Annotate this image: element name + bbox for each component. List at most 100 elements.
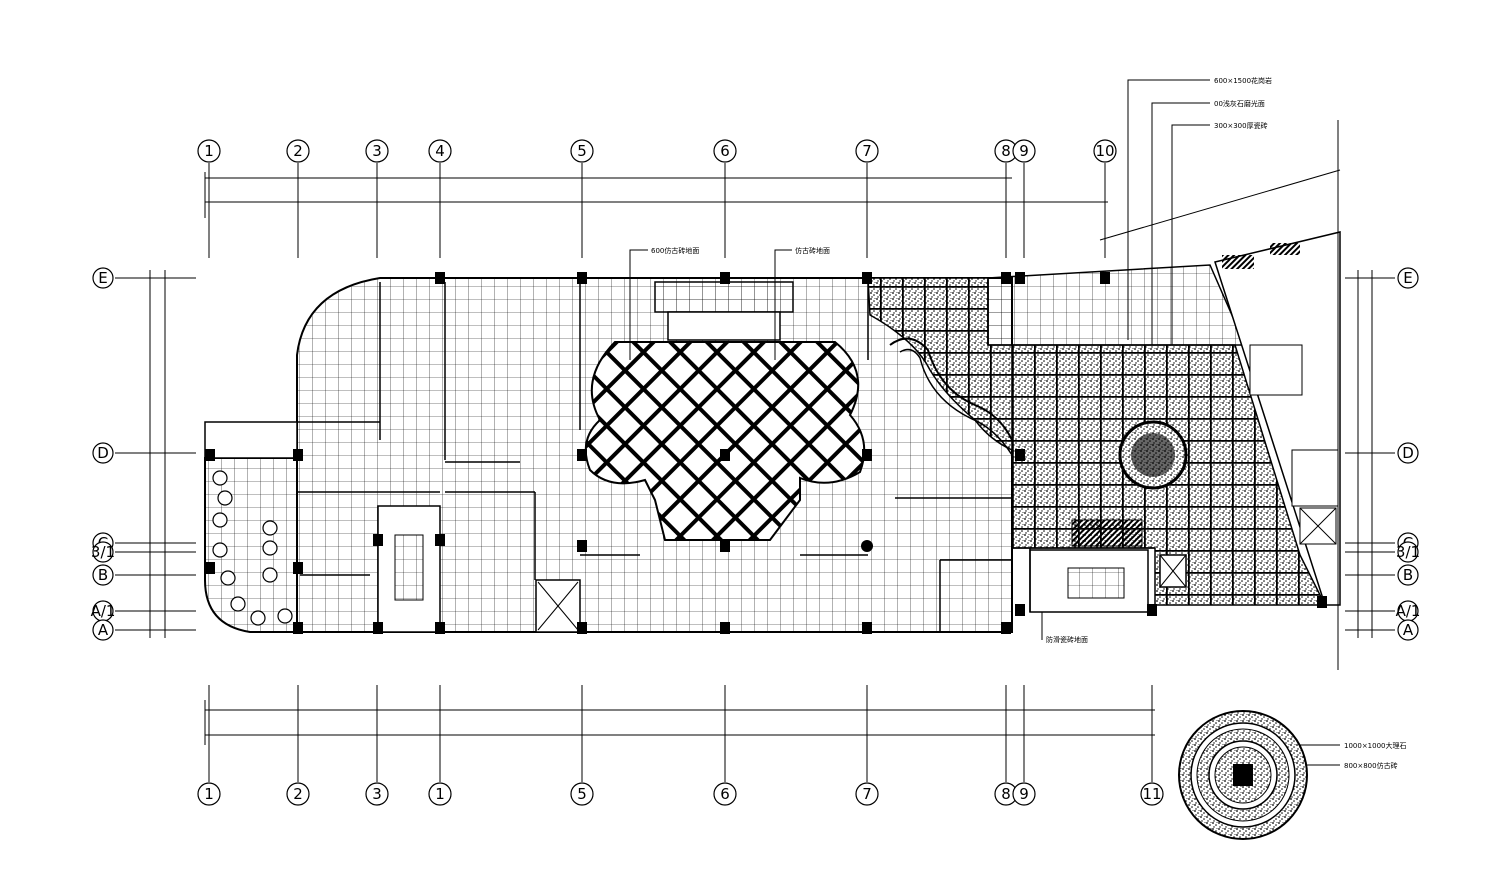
- grid-bubble: 1: [197, 782, 221, 806]
- bottom-dimension-lines: [204, 700, 1155, 745]
- grid-bubble-label: 3/1: [1396, 543, 1420, 561]
- west-wing-tables: [212, 470, 293, 626]
- grid-bubble: 3: [365, 139, 389, 163]
- service-room-1: [1249, 344, 1303, 396]
- grid-bubble: 3/1: [91, 541, 115, 563]
- grid-bubble-label: B: [1403, 566, 1413, 584]
- grid-bubble-label: A: [1403, 621, 1414, 639]
- callout-marble: 1000×1000大理石: [1344, 741, 1407, 750]
- grid-bubble-label: 5: [577, 785, 587, 803]
- grid-bubble: B: [1397, 564, 1419, 586]
- grid-bubble: E: [1397, 267, 1419, 289]
- garden-path-inner: [899, 348, 1013, 456]
- grid-bubble-label: 6: [720, 142, 730, 160]
- column: [373, 534, 383, 546]
- grid-bubble: 2: [286, 782, 310, 806]
- column: [1015, 272, 1025, 284]
- column: [577, 540, 587, 552]
- grid-bubble: A/1: [91, 600, 116, 622]
- grid-bubble: 7: [855, 782, 879, 806]
- column: [577, 272, 587, 284]
- grid-bubble-label: 5: [577, 142, 587, 160]
- column: [1015, 604, 1025, 616]
- callout-granite: 600×1500花岗岩: [1214, 76, 1272, 85]
- grid-bubble-label: 4: [435, 142, 445, 160]
- grid-bubble: D: [1397, 442, 1419, 464]
- interior-partitions: [297, 280, 1155, 632]
- column: [293, 449, 303, 461]
- grid-bubble: 9: [1012, 782, 1036, 806]
- grid-bubble: 9: [1012, 139, 1036, 163]
- building-floor: [204, 120, 1341, 670]
- callout-grey-stone: 00浅灰石磨光面: [1214, 99, 1265, 108]
- grid-bubble-label: 8: [1001, 785, 1011, 803]
- grid-bubble: E: [92, 267, 114, 289]
- grid-bubble-label: E: [1403, 269, 1412, 287]
- column: [205, 562, 215, 574]
- column: [1100, 272, 1110, 284]
- column: [435, 534, 445, 546]
- grid-bubble-label: A/1: [1396, 602, 1421, 620]
- grid-bubble: 2: [286, 139, 310, 163]
- column: [293, 562, 303, 574]
- column: [720, 449, 730, 461]
- column: [373, 622, 383, 634]
- grid-bubble-label: 1: [435, 785, 445, 803]
- right-grid-bubbles: EDC3/1BA/1A: [1396, 267, 1421, 641]
- grid-bubble-label: A: [98, 621, 109, 639]
- stair-treads-east: [1067, 567, 1125, 599]
- right-dimension-lines: [1357, 270, 1373, 638]
- table-circle: [212, 470, 228, 486]
- grid-bubble: 1: [197, 139, 221, 163]
- grid-bubble-label: D: [97, 444, 109, 462]
- column: [720, 272, 730, 284]
- left-dimension-lines: [149, 270, 166, 638]
- feature-bench: [667, 311, 781, 341]
- grid-bubble-label: 2: [293, 785, 303, 803]
- structural-columns: [205, 272, 1327, 634]
- grid-bubble: 10: [1093, 139, 1117, 163]
- table-circle: [212, 542, 228, 558]
- callout-antique-800: 800×800仿古砖: [1344, 761, 1398, 770]
- callout-antique-floor: 600仿古砖地面: [651, 246, 699, 255]
- callout-tile-300: 300×300厚瓷砖: [1214, 121, 1268, 130]
- grid-bubble: 4: [428, 139, 452, 163]
- table-circle: [212, 512, 228, 528]
- floor-medallion-detail: [1178, 710, 1308, 840]
- column: [1015, 449, 1025, 461]
- column: [1001, 272, 1011, 284]
- callout-antique-floor-2: 仿古砖地面: [795, 246, 830, 255]
- grid-bubble-label: 9: [1019, 785, 1029, 803]
- grid-bubble: 6: [713, 139, 737, 163]
- grid-bubble: A: [92, 619, 114, 641]
- table-circle: [262, 540, 278, 556]
- table-circle: [217, 490, 233, 506]
- column: [577, 449, 587, 461]
- column: [205, 449, 215, 461]
- grid-bubble-label: 10: [1095, 142, 1114, 160]
- grid-bubble: 5: [570, 782, 594, 806]
- hatched-canopy: [1222, 255, 1254, 269]
- grid-bubble-label: A/1: [91, 602, 116, 620]
- column: [435, 272, 445, 284]
- grid-bubble-label: 7: [862, 142, 872, 160]
- table-circle: [277, 608, 293, 624]
- column: [862, 272, 872, 284]
- callout-leaders: [629, 79, 1340, 766]
- service-room-2: [1291, 449, 1339, 507]
- grid-bubble-label: 9: [1019, 142, 1029, 160]
- grid-bubble-label: D: [1402, 444, 1414, 462]
- column: [1317, 596, 1327, 608]
- grid-bubble: A: [1397, 619, 1419, 641]
- grid-bubble-label: 1: [204, 785, 214, 803]
- grid-bubble: B: [92, 564, 114, 586]
- column: [435, 622, 445, 634]
- column: [293, 622, 303, 634]
- north-gravel-band: [867, 277, 1013, 452]
- reception-desk: [1071, 519, 1143, 547]
- grid-bubble: A/1: [1396, 600, 1421, 622]
- west-wing-top: [204, 421, 298, 459]
- table-circle: [230, 596, 246, 612]
